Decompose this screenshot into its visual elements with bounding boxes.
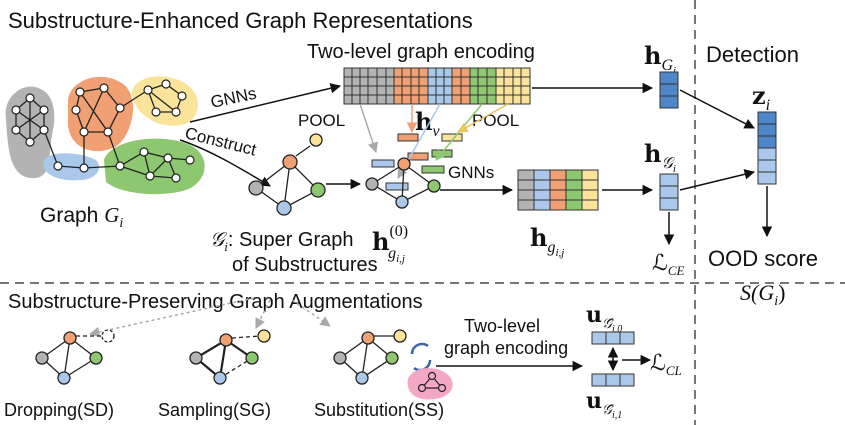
pool-right: POOL (472, 111, 519, 130)
score-function: S(Gi) (740, 280, 785, 309)
pool-arrow-yellow (457, 103, 509, 133)
h-g0-label: h(0)gi,j (372, 223, 408, 265)
l-cl-label: ℒCL (650, 350, 682, 378)
aug-arrow-substitution (291, 299, 331, 327)
super-graph-label-2: of Substructures (232, 254, 378, 276)
original-graph (5, 76, 205, 195)
u-bottom-vector (591, 373, 635, 387)
substructure-embedding-matrix (517, 169, 599, 211)
substitute-subgraph (417, 371, 447, 393)
graph-substitution (333, 329, 407, 385)
section-title-top: Substructure-Enhanced Graph Representati… (8, 8, 473, 33)
u-bottom-label: u𝒢̂i,1 (586, 388, 622, 421)
u-top-label: u𝒢̂i,0 (586, 302, 622, 335)
super-graph-label-1: 𝒢i: Super Graph (210, 229, 354, 254)
two-level-label-bottom-2: graph encoding (444, 338, 568, 358)
swap-icon (410, 342, 432, 372)
gnns-label-middle: GNNs (448, 163, 494, 182)
z-i-vector (757, 111, 777, 185)
h-Gi-label: hGi (644, 41, 676, 77)
ood-score-label: OOD score (708, 246, 818, 271)
h-SGi-label: h𝒢i (644, 139, 676, 175)
gnns-arrow-top (189, 83, 342, 123)
graph-dropping (35, 329, 115, 385)
h-SGi-vector (659, 173, 679, 211)
aug-arrow-dropping (88, 297, 255, 338)
two-level-label-top: Two-level graph encoding (307, 41, 535, 63)
aug-label-dropping: Dropping(SD) (4, 400, 114, 420)
l-ce-label: ℒCE (652, 250, 685, 278)
graph-label: Graph Gi (40, 203, 123, 231)
super-graph (248, 133, 326, 216)
aug-arrow-sampling (255, 299, 271, 329)
arrow-h-SGi-to-z (679, 169, 756, 191)
h-v-label: hv (415, 107, 440, 140)
pool-left: POOL (298, 111, 345, 130)
node-embedding-matrix (343, 67, 531, 105)
two-level-label-bottom-1: Two-level (464, 316, 540, 336)
u-top-vector (591, 331, 635, 345)
pool-arrow-gray (359, 103, 378, 153)
enhanced-super-graph (365, 157, 441, 209)
construct-arrow (179, 139, 271, 187)
section-title-bottom: Substructure-Preserving Graph Augmentati… (8, 291, 423, 313)
h-g-label: hgi,j (530, 223, 564, 259)
arrow-h-Gi-to-z (679, 89, 755, 129)
z-i-label: zi (752, 81, 770, 114)
h-Gi-vector (659, 71, 679, 109)
aug-label-substitution: Substitution(SS) (314, 400, 444, 420)
graph-sampling (189, 329, 271, 385)
aug-label-sampling: Sampling(SG) (158, 400, 271, 420)
detection-title: Detection (706, 42, 799, 67)
